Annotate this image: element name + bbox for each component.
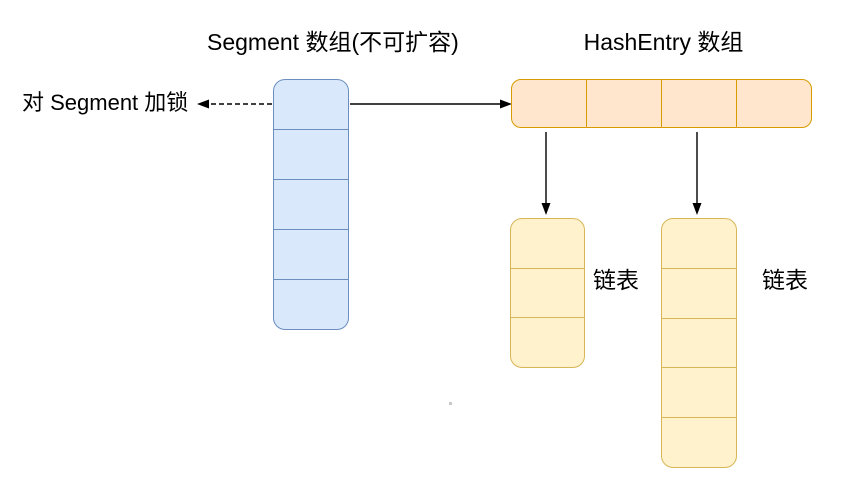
hashentry-to-list1-arrow xyxy=(541,132,551,215)
array-cell xyxy=(511,219,584,268)
segment-lock-dashed-arrow xyxy=(197,99,272,109)
segment-to-hashentry-arrow xyxy=(350,99,512,109)
segment-lock-label: 对 Segment 加锁 xyxy=(22,90,189,115)
linked-list-2-label: 链表 xyxy=(762,267,808,293)
array-cell xyxy=(662,367,736,417)
array-cell xyxy=(662,417,736,467)
segment-array-title: Segment 数组(不可扩容) xyxy=(207,29,459,55)
array-cell xyxy=(274,80,348,129)
array-cell xyxy=(274,129,348,179)
stray-dot xyxy=(449,402,452,405)
array-cell xyxy=(274,179,348,229)
array-cell xyxy=(274,229,348,279)
array-cell xyxy=(662,267,736,318)
hashentry-array-title: HashEntry 数组 xyxy=(583,29,744,55)
linked-list-1 xyxy=(510,218,585,368)
hashentry-to-list2-arrow xyxy=(692,132,702,215)
array-cell xyxy=(662,317,736,368)
array-cell xyxy=(511,317,584,367)
array-cell xyxy=(512,80,586,127)
array-cell xyxy=(662,219,736,268)
array-cell xyxy=(586,80,661,127)
linked-list-1-label: 链表 xyxy=(593,267,639,293)
linked-list-2 xyxy=(661,218,737,468)
array-cell xyxy=(661,80,736,127)
array-cell xyxy=(511,267,584,318)
hashentry-array xyxy=(511,79,812,128)
segment-array xyxy=(273,79,349,330)
array-cell xyxy=(274,279,348,329)
array-cell xyxy=(736,80,811,127)
